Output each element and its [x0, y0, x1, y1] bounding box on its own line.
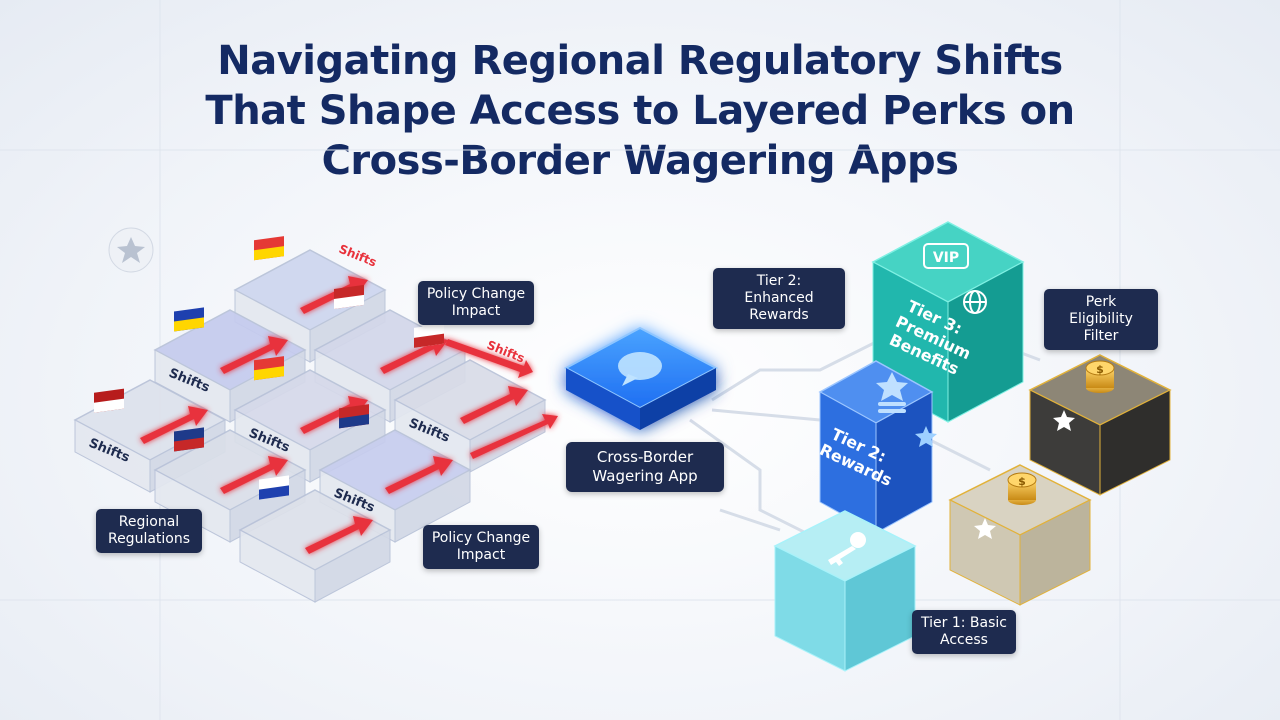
tier2-cube: [818, 360, 934, 534]
label-line: Impact: [456, 547, 506, 563]
shift-arrow-icon: [300, 396, 368, 434]
flag-icon: [339, 404, 369, 429]
svg-text:$: $: [1018, 475, 1026, 488]
coin-stack-icon: $: [1085, 360, 1115, 393]
tier2-enhanced-label: Tier 2: Enhanced Rewards: [713, 268, 845, 329]
title-line-1: Navigating Regional Regulatory Shifts: [217, 38, 1063, 84]
label-line: Cross-Border: [596, 448, 694, 466]
tier1-cube: [773, 510, 917, 672]
flag-icon: [174, 307, 204, 332]
stars-stack-icon: [876, 372, 908, 413]
tier1-basic-label: Tier 1: Basic Access: [912, 610, 1016, 654]
key-icon: [828, 532, 866, 566]
shifts-label: Shifts: [337, 242, 379, 270]
label-line: Policy Change: [426, 286, 526, 302]
policy-change-top-label: Policy Change Impact: [418, 281, 534, 325]
shift-arrow-icon: [385, 456, 453, 494]
perk-filter-label: Perk Eligibility Filter: [1044, 289, 1158, 350]
label-line: Rewards: [749, 307, 809, 323]
label-line: Perk Eligibility: [1069, 294, 1133, 327]
label-line: Tier 2: Enhanced: [744, 273, 814, 306]
shift-arrow-icon: [305, 516, 373, 554]
label-line: Access: [940, 632, 988, 648]
flag-icon: [334, 284, 364, 310]
vip-text: VIP: [933, 250, 959, 266]
small-star-icons: [915, 410, 1075, 539]
vip-badge-icon: VIP: [923, 243, 969, 269]
title-line-2: That Shape Access to Layered Perks on: [205, 88, 1075, 134]
label-line: Regional: [118, 514, 180, 530]
label-line: Regulations: [107, 531, 191, 547]
flag-icon: [254, 356, 284, 381]
globe-icon: [963, 290, 987, 314]
flag-icon: [414, 323, 444, 348]
flag-icon: [174, 427, 204, 452]
wagering-app-label: Cross-Border Wagering App: [566, 442, 724, 492]
tier3-cube: [871, 221, 1025, 423]
shift-arrow-icon: [380, 336, 448, 374]
label-line: Filter: [1083, 328, 1119, 344]
title-line-3: Cross-Border Wagering Apps: [321, 138, 959, 184]
regulation-tile: [318, 429, 472, 543]
tier-cubes: [773, 221, 1172, 672]
flow-arrows: [445, 339, 558, 459]
chat-bubble-icon: [618, 352, 662, 386]
label-line: Policy Change: [431, 530, 531, 546]
star-icon: [108, 227, 154, 273]
label-line: Impact: [451, 303, 501, 319]
coin-stack-icon-2: $: [1007, 472, 1037, 505]
shift-arrow-icon: [220, 336, 288, 374]
flag-icon: [254, 236, 284, 261]
label-line: Wagering App: [592, 467, 698, 485]
regulation-tile: [393, 359, 547, 473]
shift-arrow-icon: [220, 456, 288, 494]
perk-filter-cube-upper: [1028, 354, 1172, 496]
regulation-tile: [238, 489, 392, 603]
svg-text:$: $: [1096, 363, 1104, 376]
regional-regulations-label: Regional Regulations: [96, 509, 202, 553]
page-title: Navigating Regional Regulatory Shifts Th…: [0, 36, 1280, 186]
shift-arrow-icon: [140, 406, 208, 444]
label-line: Tier 1: Basic: [921, 615, 1007, 631]
flag-icon: [259, 475, 289, 500]
shift-arrow-icon: [460, 386, 528, 424]
policy-change-bottom-label: Policy Change Impact: [423, 525, 539, 569]
flag-icon: [94, 388, 124, 413]
